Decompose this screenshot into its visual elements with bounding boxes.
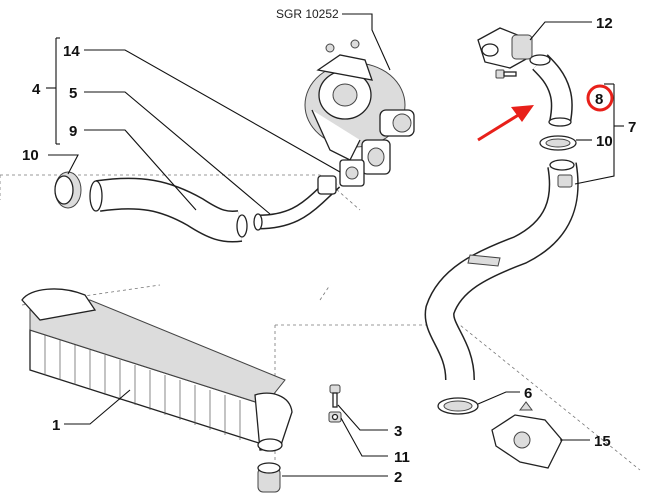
label-3: 3 bbox=[394, 423, 402, 440]
intercooler-1 bbox=[21, 288, 293, 452]
label-2: 2 bbox=[394, 469, 402, 486]
pipe-5 bbox=[253, 175, 341, 231]
connector-12 bbox=[477, 27, 533, 69]
label-7: 7 bbox=[628, 119, 636, 136]
label-5: 5 bbox=[69, 85, 77, 102]
label-15: 15 bbox=[594, 433, 611, 450]
bolt-3 bbox=[329, 384, 341, 408]
label-8: 8 bbox=[595, 91, 603, 108]
part-labels: SGR 10252 4 14 5 9 10 1 3 11 2 6 15 12 8… bbox=[22, 7, 636, 486]
label-4: 4 bbox=[32, 81, 41, 98]
intercooler-fins bbox=[44, 335, 241, 440]
hose-8 bbox=[529, 54, 573, 127]
label-12: 12 bbox=[596, 15, 613, 32]
rubber-mount-2 bbox=[257, 462, 281, 493]
leader-lines bbox=[46, 13, 624, 477]
flange-14 bbox=[339, 159, 365, 187]
label-1: 1 bbox=[52, 417, 60, 434]
label-9: 9 bbox=[69, 123, 77, 140]
cap-10-left bbox=[54, 171, 82, 209]
label-10-right: 10 bbox=[596, 133, 613, 150]
screw bbox=[495, 69, 517, 79]
hose-9 bbox=[89, 177, 248, 243]
turbocharger bbox=[304, 39, 415, 175]
clamp-10-right bbox=[539, 135, 577, 151]
hose-7 bbox=[424, 159, 579, 381]
highlight-circle-8 bbox=[586, 84, 614, 112]
dashed-guides bbox=[0, 174, 641, 480]
label-6: 6 bbox=[524, 385, 532, 402]
reference-sgr: SGR 10252 bbox=[276, 7, 339, 21]
label-10-left: 10 bbox=[22, 147, 39, 164]
bracket-15 bbox=[491, 401, 563, 469]
label-14: 14 bbox=[63, 43, 80, 60]
nut-11 bbox=[328, 411, 342, 423]
clamp-6 bbox=[437, 397, 479, 415]
label-11: 11 bbox=[394, 449, 410, 466]
highlight-arrow bbox=[477, 105, 534, 142]
